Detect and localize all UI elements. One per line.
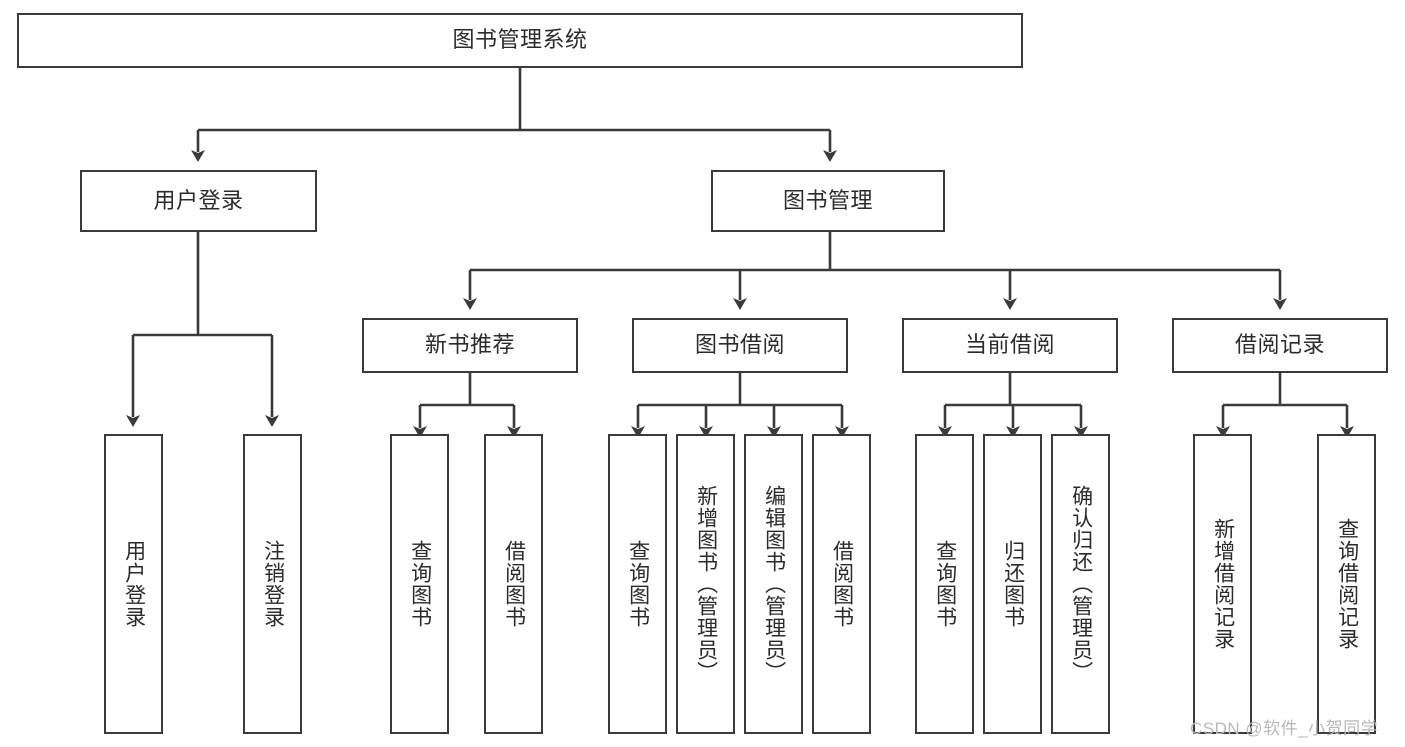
node-root[interactable]: 图书管理系统 [17,13,1023,68]
leaf-logout[interactable]: 注销登录 [243,434,302,734]
leaf-user-login[interactable]: 用户登录 [104,434,163,734]
node-new-book-recommend[interactable]: 新书推荐 [362,318,578,373]
leaf-add-record[interactable]: 新增借阅记录 [1193,434,1252,734]
leaf-query-record-label: 查询借阅记录 [1335,518,1359,650]
leaf-logout-label: 注销登录 [261,540,285,628]
leaf-query-book-2[interactable]: 查询图书 [608,434,667,734]
node-current-borrow[interactable]: 当前借阅 [902,318,1118,373]
node-borrow-record[interactable]: 借阅记录 [1172,318,1388,373]
node-root-label: 图书管理系统 [452,27,588,53]
leaf-borrow-book-1[interactable]: 借阅图书 [484,434,543,734]
node-book-borrow[interactable]: 图书借阅 [632,318,848,373]
csdn-watermark: CSDN @软件_小贺同学 [1190,719,1379,738]
leaf-query-book-3-label: 查询图书 [933,540,957,628]
node-book-manage[interactable]: 图书管理 [711,170,945,232]
leaf-confirm-return-label: 确认归还（管理员） [1069,485,1093,683]
node-book-manage-label: 图书管理 [782,187,873,213]
node-borrow-record-label: 借阅记录 [1234,332,1325,358]
node-current-borrow-label: 当前借阅 [964,332,1055,358]
leaf-add-book-label: 新增图书（管理员） [694,485,718,683]
leaf-query-book-1[interactable]: 查询图书 [390,434,449,734]
leaf-edit-book[interactable]: 编辑图书（管理员） [744,434,803,734]
node-book-borrow-label: 图书借阅 [694,332,785,358]
leaf-add-record-label: 新增借阅记录 [1211,518,1235,650]
leaf-borrow-book-2-label: 借阅图书 [830,540,854,628]
leaf-user-login-label: 用户登录 [122,540,146,628]
leaf-query-record[interactable]: 查询借阅记录 [1317,434,1376,734]
leaf-borrow-book-2[interactable]: 借阅图书 [812,434,871,734]
leaf-edit-book-label: 编辑图书（管理员） [762,485,786,683]
leaf-query-book-2-label: 查询图书 [626,540,650,628]
leaf-return-book[interactable]: 归还图书 [983,434,1042,734]
leaf-return-book-label: 归还图书 [1001,540,1025,628]
node-user-login-label: 用户登录 [153,187,244,213]
leaf-borrow-book-1-label: 借阅图书 [502,540,526,628]
node-new-book-recommend-label: 新书推荐 [424,332,515,358]
node-user-login[interactable]: 用户登录 [80,170,317,232]
leaf-confirm-return[interactable]: 确认归还（管理员） [1051,434,1110,734]
leaf-query-book-3[interactable]: 查询图书 [915,434,974,734]
leaf-add-book[interactable]: 新增图书（管理员） [676,434,735,734]
leaf-query-book-1-label: 查询图书 [408,540,432,628]
